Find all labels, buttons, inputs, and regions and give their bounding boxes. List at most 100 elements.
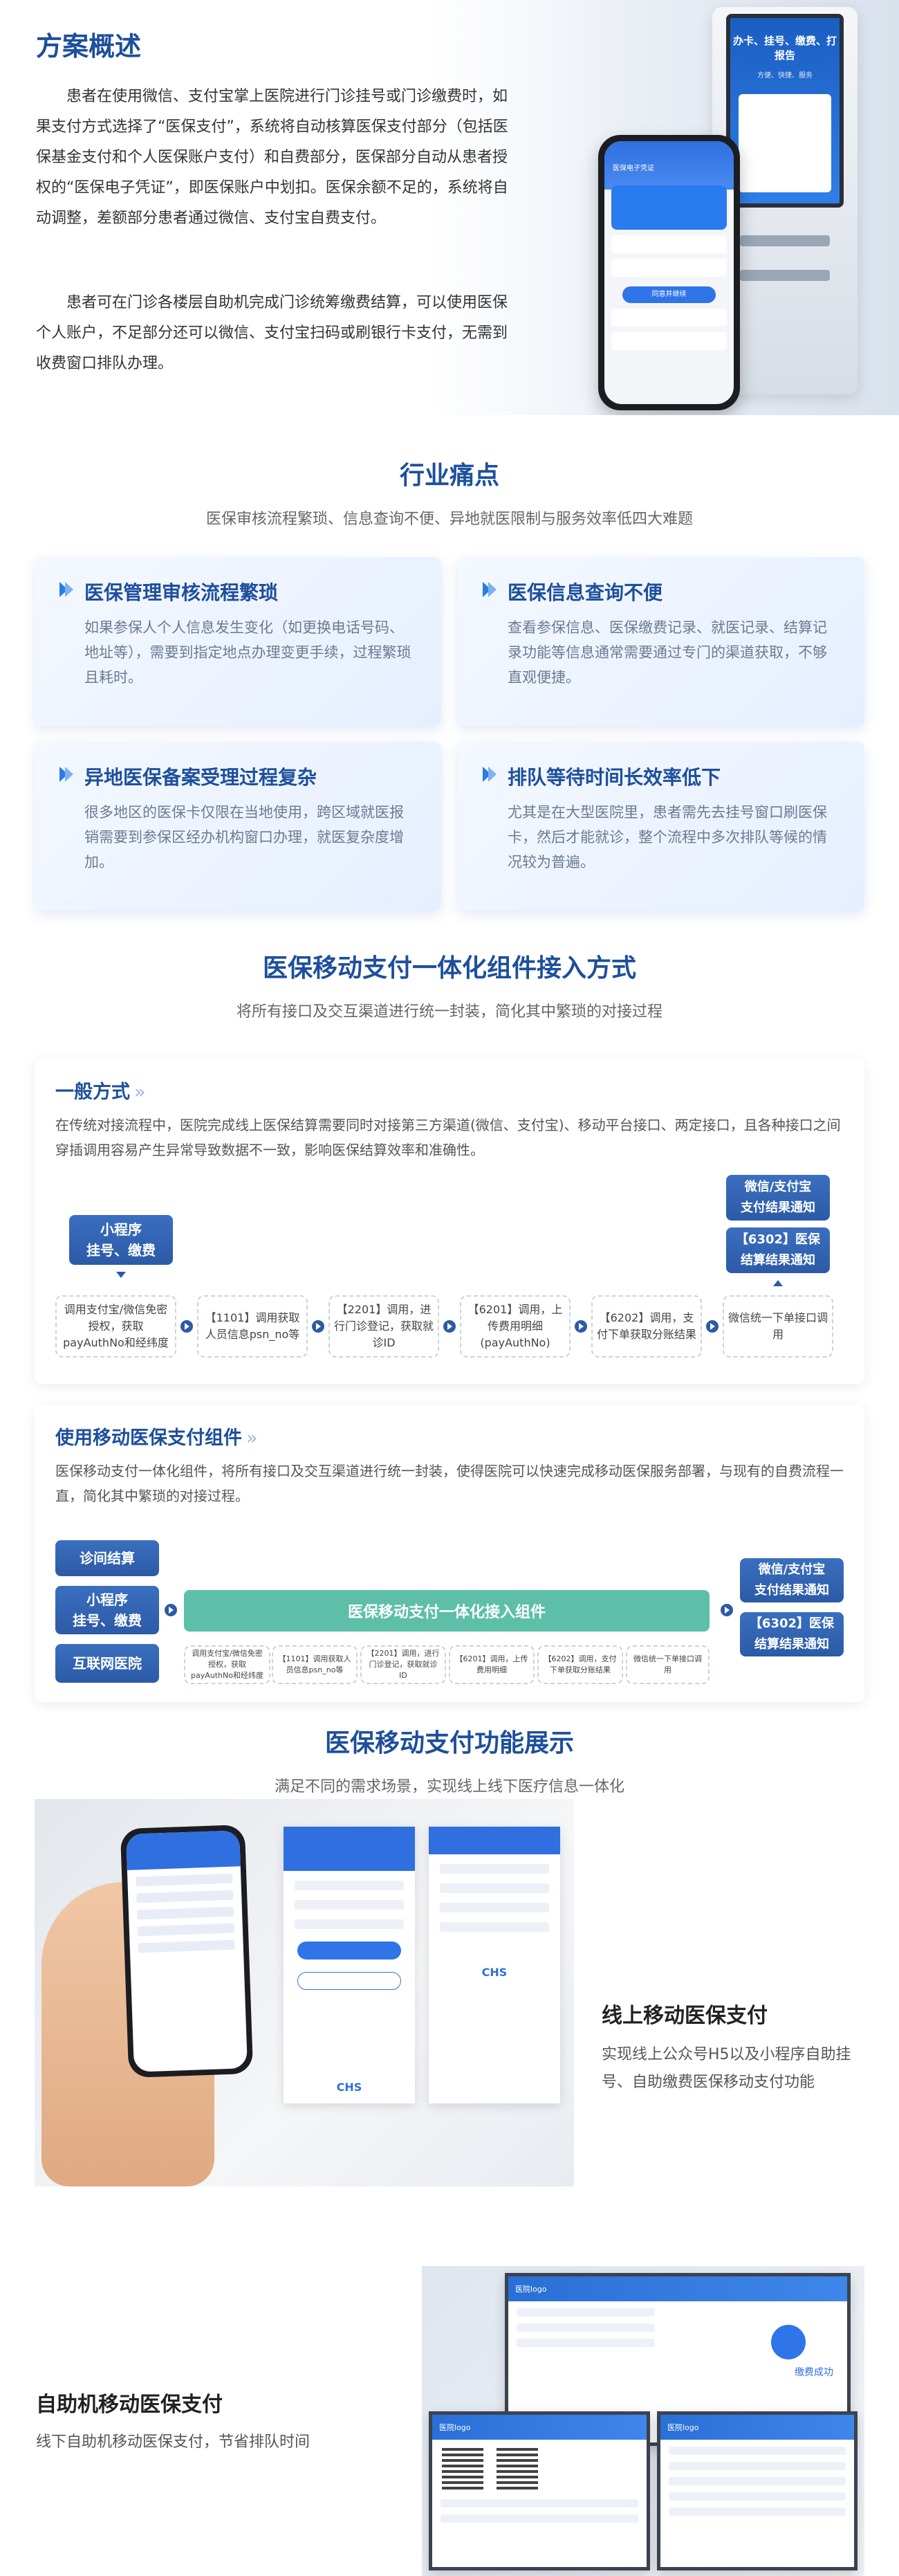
pain-card-title: 异地医保备案受理过程复杂 <box>58 762 418 790</box>
arrow-right-icon <box>575 1320 587 1333</box>
arrow-right-icon <box>312 1320 324 1333</box>
mobile-component-title-text: 使用移动医保支付组件 <box>55 1427 242 1449</box>
arrow-right-icon <box>165 1604 177 1616</box>
phone-screen <box>126 1830 248 2072</box>
phone-row <box>611 235 727 253</box>
kiosk-row <box>517 2308 655 2317</box>
flow-step: 微信统一下单接口调用 <box>723 1295 833 1358</box>
mock-header <box>429 1827 560 1854</box>
pay-success-text: 缴费成功 <box>795 2367 833 2378</box>
kiosk-card-slot <box>740 235 830 246</box>
flow-step: 【2201】调用，进行门诊登记，获取就诊ID <box>328 1295 439 1358</box>
kiosk-screen-detail: 医院logo <box>657 2411 858 2570</box>
mock-button <box>297 1942 401 1960</box>
flow-step: 【2201】调用，进行门诊登记，获取就诊ID <box>360 1645 446 1684</box>
mock-row <box>295 1919 404 1929</box>
settlement-screen-mock: CHS <box>429 1827 560 2103</box>
online-payment-text: 实现线上公众号H5以及小程序自助挂号、自助缴费医保移动支付功能 <box>602 2046 851 2091</box>
arrow-up-icon <box>773 1280 783 1286</box>
chs-logo: CHS <box>336 2081 362 2094</box>
mock-row <box>440 1883 549 1893</box>
pain-card-title: 排队等待时间长效率低下 <box>481 762 841 790</box>
pain-card-title-text: 异地医保备案受理过程复杂 <box>84 766 317 789</box>
phone-row <box>611 309 727 327</box>
pain-card-title-text: 医保管理审核流程繁琐 <box>84 581 279 604</box>
integration-component-bar: 医保移动支付一体化接入组件 <box>184 1590 710 1632</box>
pain-card-title-text: 排队等待时间长效率低下 <box>508 766 721 789</box>
pain-card: 医保信息查询不便 查看参保信息、医保缴费记录、就医记录、结算记录功能等信息通常需… <box>458 557 864 726</box>
general-method-title-text: 一般方式 <box>55 1081 130 1103</box>
mobile-component-text: 医保移动支付一体化组件，将所有接口及交互渠道进行统一封装，使得医院可以快速完成移… <box>55 1463 844 1504</box>
kiosk-row <box>669 2447 846 2455</box>
kiosk-row <box>517 2323 655 2332</box>
overview-section: 方案概述 患者在使用微信、支付宝掌上医院进行门诊挂号或门诊缴费时，如果支付方式选… <box>0 0 899 415</box>
general-method-box: 一般方式» 在传统对接流程中，医院完成线上医保结算需要同时对接第三方渠道(微信、… <box>35 1059 864 1384</box>
mock-row <box>295 1900 404 1910</box>
arrow-right-icon <box>180 1320 193 1333</box>
pain-subtitle: 医保审核流程繁琐、信息查询不便、异地就医限制与服务效率低四大难题 <box>205 511 693 528</box>
pain-card-text: 如果参保人个人信息发生变化（如更换电话号码、地址等），需要到指定地点办理变更手续… <box>84 619 411 686</box>
pain-card-text: 尤其是在大型医院里，患者需先去挂号窗口刷医保卡，然后才能就诊，整个流程中多次排队… <box>508 804 827 870</box>
general-method-title: 一般方式» <box>55 1077 146 1104</box>
overview-paragraph-2: 患者可在门诊各楼层自助机完成门诊统筹缴费结算，可以使用医保个人账户，不足部分还可… <box>36 294 508 372</box>
general-method-text: 在传统对接流程中，医院完成线上医保结算需要同时对接第三方渠道(微信、支付宝)、移… <box>55 1117 841 1158</box>
pain-card-title: 医保管理审核流程繁琐 <box>58 578 418 605</box>
arrow-right-icon <box>443 1320 456 1333</box>
phone-row <box>138 1939 235 1953</box>
kiosk-screen-scan: 医院logo <box>429 2411 650 2570</box>
arrow-right-icon <box>721 1604 733 1616</box>
mock-row <box>440 1922 549 1932</box>
phone-row <box>136 1873 233 1887</box>
pain-card: 异地医保备案受理过程复杂 很多地区的医保卡仅限在当地使用，跨区域就医报销需要到参… <box>35 742 441 911</box>
integration-title: 医保移动支付一体化组件接入方式 <box>262 954 636 983</box>
kiosk-row <box>669 2462 846 2470</box>
showcase-section: 医保移动支付功能展示 满足不同的需求场景，实现线上线下医疗信息一体化 <box>0 1702 899 2576</box>
kiosk-screen-title: 办卡、挂号、缴费、打报告 <box>732 35 837 62</box>
phone-card <box>611 185 727 230</box>
flow-step: 【1101】调用获取人员信息psn_no等 <box>272 1645 358 1684</box>
chevron-right-icon <box>483 767 497 782</box>
overview-paragraph-1: 患者在使用微信、支付宝掌上医院进行门诊挂号或门诊缴费时，如果支付方式选择了“医保… <box>36 88 508 227</box>
settlement-result-notice: 【6302】医保 结算结果通知 <box>726 1227 830 1273</box>
source-miniprogram: 小程序 挂号、缴费 <box>55 1586 159 1634</box>
chevron-right-icon <box>483 582 497 597</box>
chevron-double-right-icon: » <box>134 1081 146 1103</box>
chevron-right-icon <box>59 582 73 597</box>
flow-step: 【6201】调用，上传费用明细(payAuthNo) <box>460 1295 571 1358</box>
pain-card: 排队等待时间长效率低下 尤其是在大型医院里，患者需先去挂号窗口刷医保卡，然后才能… <box>458 742 864 911</box>
phone-agree-button: 同意并继续 <box>622 286 716 303</box>
chs-logo: CHS <box>481 1966 508 1979</box>
kiosk-row <box>517 2339 655 2347</box>
pain-title: 行业痛点 <box>399 462 499 490</box>
pain-card: 医保管理审核流程繁琐 如果参保人个人信息发生变化（如更换电话号码、地址等），需要… <box>35 557 441 726</box>
online-payment-title: 线上移动医保支付 <box>602 2004 768 2028</box>
phone-row <box>137 1923 235 1937</box>
overview-title: 方案概述 <box>36 31 142 62</box>
qr-code-icon <box>497 2448 539 2490</box>
kiosk-screen-header: 医院logo <box>508 2276 847 2301</box>
mock-row <box>440 1864 549 1874</box>
showcase-title: 医保移动支付功能展示 <box>324 1729 574 1757</box>
kiosk-print-slot <box>740 270 830 281</box>
kiosk-screen: 办卡、挂号、缴费、打报告 方便、快捷、服务 <box>726 14 844 208</box>
kiosk-row <box>441 2499 638 2508</box>
phone-header <box>126 1830 241 1870</box>
pain-section: 行业痛点 医保审核流程繁琐、信息查询不便、异地就医限制与服务效率低四大难题 医保… <box>0 415 899 927</box>
mock-header <box>284 1827 415 1871</box>
miniprogram-start-box: 小程序 挂号、缴费 <box>69 1215 173 1265</box>
kiosk-payment-illustration: 医院logo 缴费成功 医院logo 医院logo <box>422 2266 864 2576</box>
kiosk-row <box>669 2508 846 2516</box>
phone-row <box>136 1890 234 1903</box>
kiosk-row <box>669 2477 846 2485</box>
phone-illustration: 医保电子凭证 同意并继续 <box>598 135 740 410</box>
check-icon <box>771 2325 806 2359</box>
auth-screen-mock: CHS <box>284 1827 415 2103</box>
kiosk-screen-subtitle: 方便、快捷、服务 <box>757 72 813 80</box>
payment-result-notice: 微信/支付宝 支付结果通知 <box>726 1175 830 1221</box>
kiosk-illustration: 办卡、挂号、缴费、打报告 方便、快捷、服务 <box>664 7 871 408</box>
kiosk-payment-text: 线下自助机移动医保支付，节省排队时间 <box>36 2433 311 2451</box>
flow-step: 微信统一下单接口调用 <box>626 1645 710 1684</box>
flow-step: 【6202】调用，支付下单获取分账结果 <box>591 1295 702 1358</box>
phone-row <box>611 259 727 277</box>
kiosk-row <box>441 2514 638 2523</box>
